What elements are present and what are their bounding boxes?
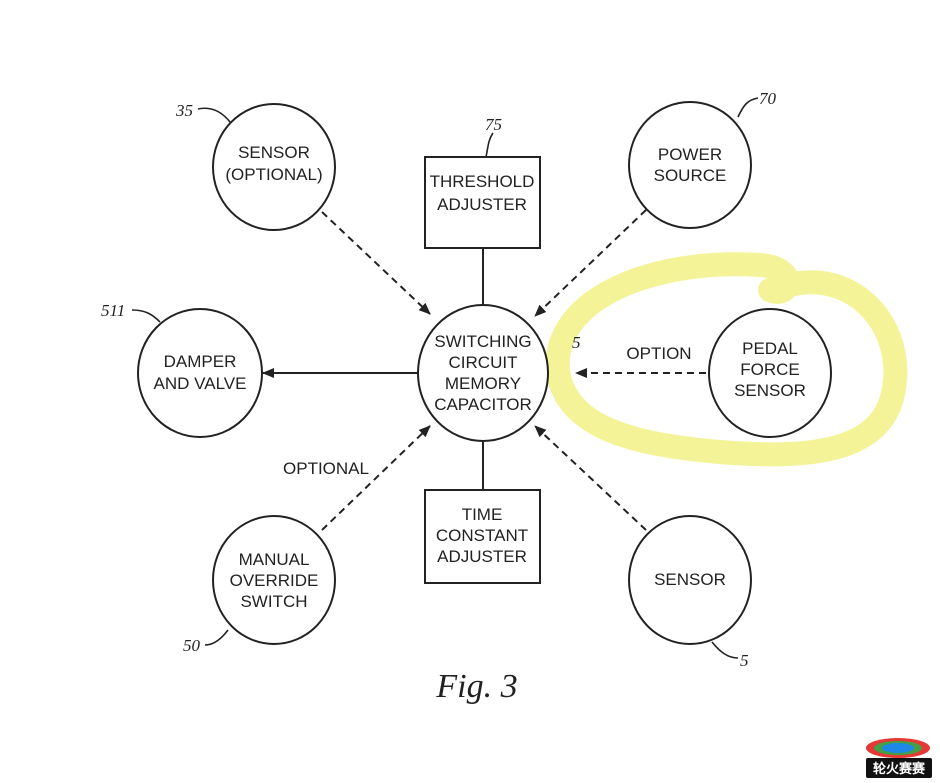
- leader-70: [737, 97, 759, 118]
- node-switching-circuit-line-3: MEMORY: [445, 374, 521, 393]
- edge-sensor-optional-to-center: [321, 211, 431, 315]
- node-sensor-line-1: SENSOR: [654, 570, 726, 589]
- node-power-line-2: SOURCE: [654, 166, 727, 185]
- edge-sensor-to-center: [534, 425, 647, 531]
- node-sensor-optional-line-1: SENSOR: [238, 143, 310, 162]
- ref-70: 70: [759, 89, 777, 108]
- ref-75: 75: [485, 115, 502, 134]
- leader-511: [131, 309, 161, 323]
- node-switching-circuit-line-1: SWITCHING: [434, 332, 531, 351]
- figure-caption: Fig. 3: [435, 668, 517, 705]
- edge-label-option: OPTION: [626, 344, 691, 363]
- node-pedal-line-2: FORCE: [740, 360, 800, 379]
- ref-50: 50: [183, 636, 201, 655]
- node-manual-line-2: OVERRIDE: [230, 571, 319, 590]
- node-damper-line-2: AND VALVE: [154, 374, 247, 393]
- node-switching-circuit: [417, 304, 549, 442]
- node-threshold-line-2: ADJUSTER: [437, 195, 527, 214]
- leader-75: [485, 132, 494, 158]
- node-switching-circuit-line-4: CAPACITOR: [434, 395, 532, 414]
- watermark-logo: 轮火赛赛: [866, 738, 932, 778]
- leader-5: [711, 641, 739, 659]
- node-sensor: [628, 515, 752, 645]
- node-manual-override-switch: [212, 515, 336, 645]
- node-manual-line-3: SWITCH: [240, 592, 307, 611]
- node-power-line-1: POWER: [658, 145, 722, 164]
- leader-35: [197, 107, 231, 123]
- node-threshold-line-1: THRESHOLD: [430, 172, 535, 191]
- leader-50: [204, 629, 229, 646]
- node-damper-valve: [137, 308, 263, 438]
- node-sensor-optional: [212, 103, 336, 231]
- center-ref-partial: 5: [572, 333, 581, 352]
- node-power-source: [628, 101, 752, 229]
- edge-power-to-center: [534, 209, 647, 317]
- node-pedal-line-1: PEDAL: [742, 339, 798, 358]
- node-pedal-force-sensor: [708, 308, 832, 438]
- edge-manual-to-center: [321, 425, 431, 531]
- node-time-line-3: ADJUSTER: [437, 547, 527, 566]
- node-switching-circuit-line-2: CIRCUIT: [449, 353, 518, 372]
- node-time-line-1: TIME: [462, 505, 503, 524]
- node-pedal-line-3: SENSOR: [734, 381, 806, 400]
- highlight-loop: [545, 252, 908, 467]
- node-threshold-adjuster: [424, 156, 541, 249]
- node-time-line-2: CONSTANT: [436, 526, 528, 545]
- node-sensor-optional-line-2: (OPTIONAL): [225, 165, 322, 184]
- ref-35: 35: [175, 101, 193, 120]
- watermark-text: 轮火赛赛: [873, 761, 926, 777]
- node-manual-line-1: MANUAL: [239, 550, 310, 569]
- ref-511: 511: [101, 301, 125, 320]
- node-time-constant-adjuster: [424, 489, 541, 584]
- edge-label-optional: OPTIONAL: [283, 459, 369, 478]
- ref-5: 5: [740, 651, 749, 670]
- node-damper-line-1: DAMPER: [164, 352, 237, 371]
